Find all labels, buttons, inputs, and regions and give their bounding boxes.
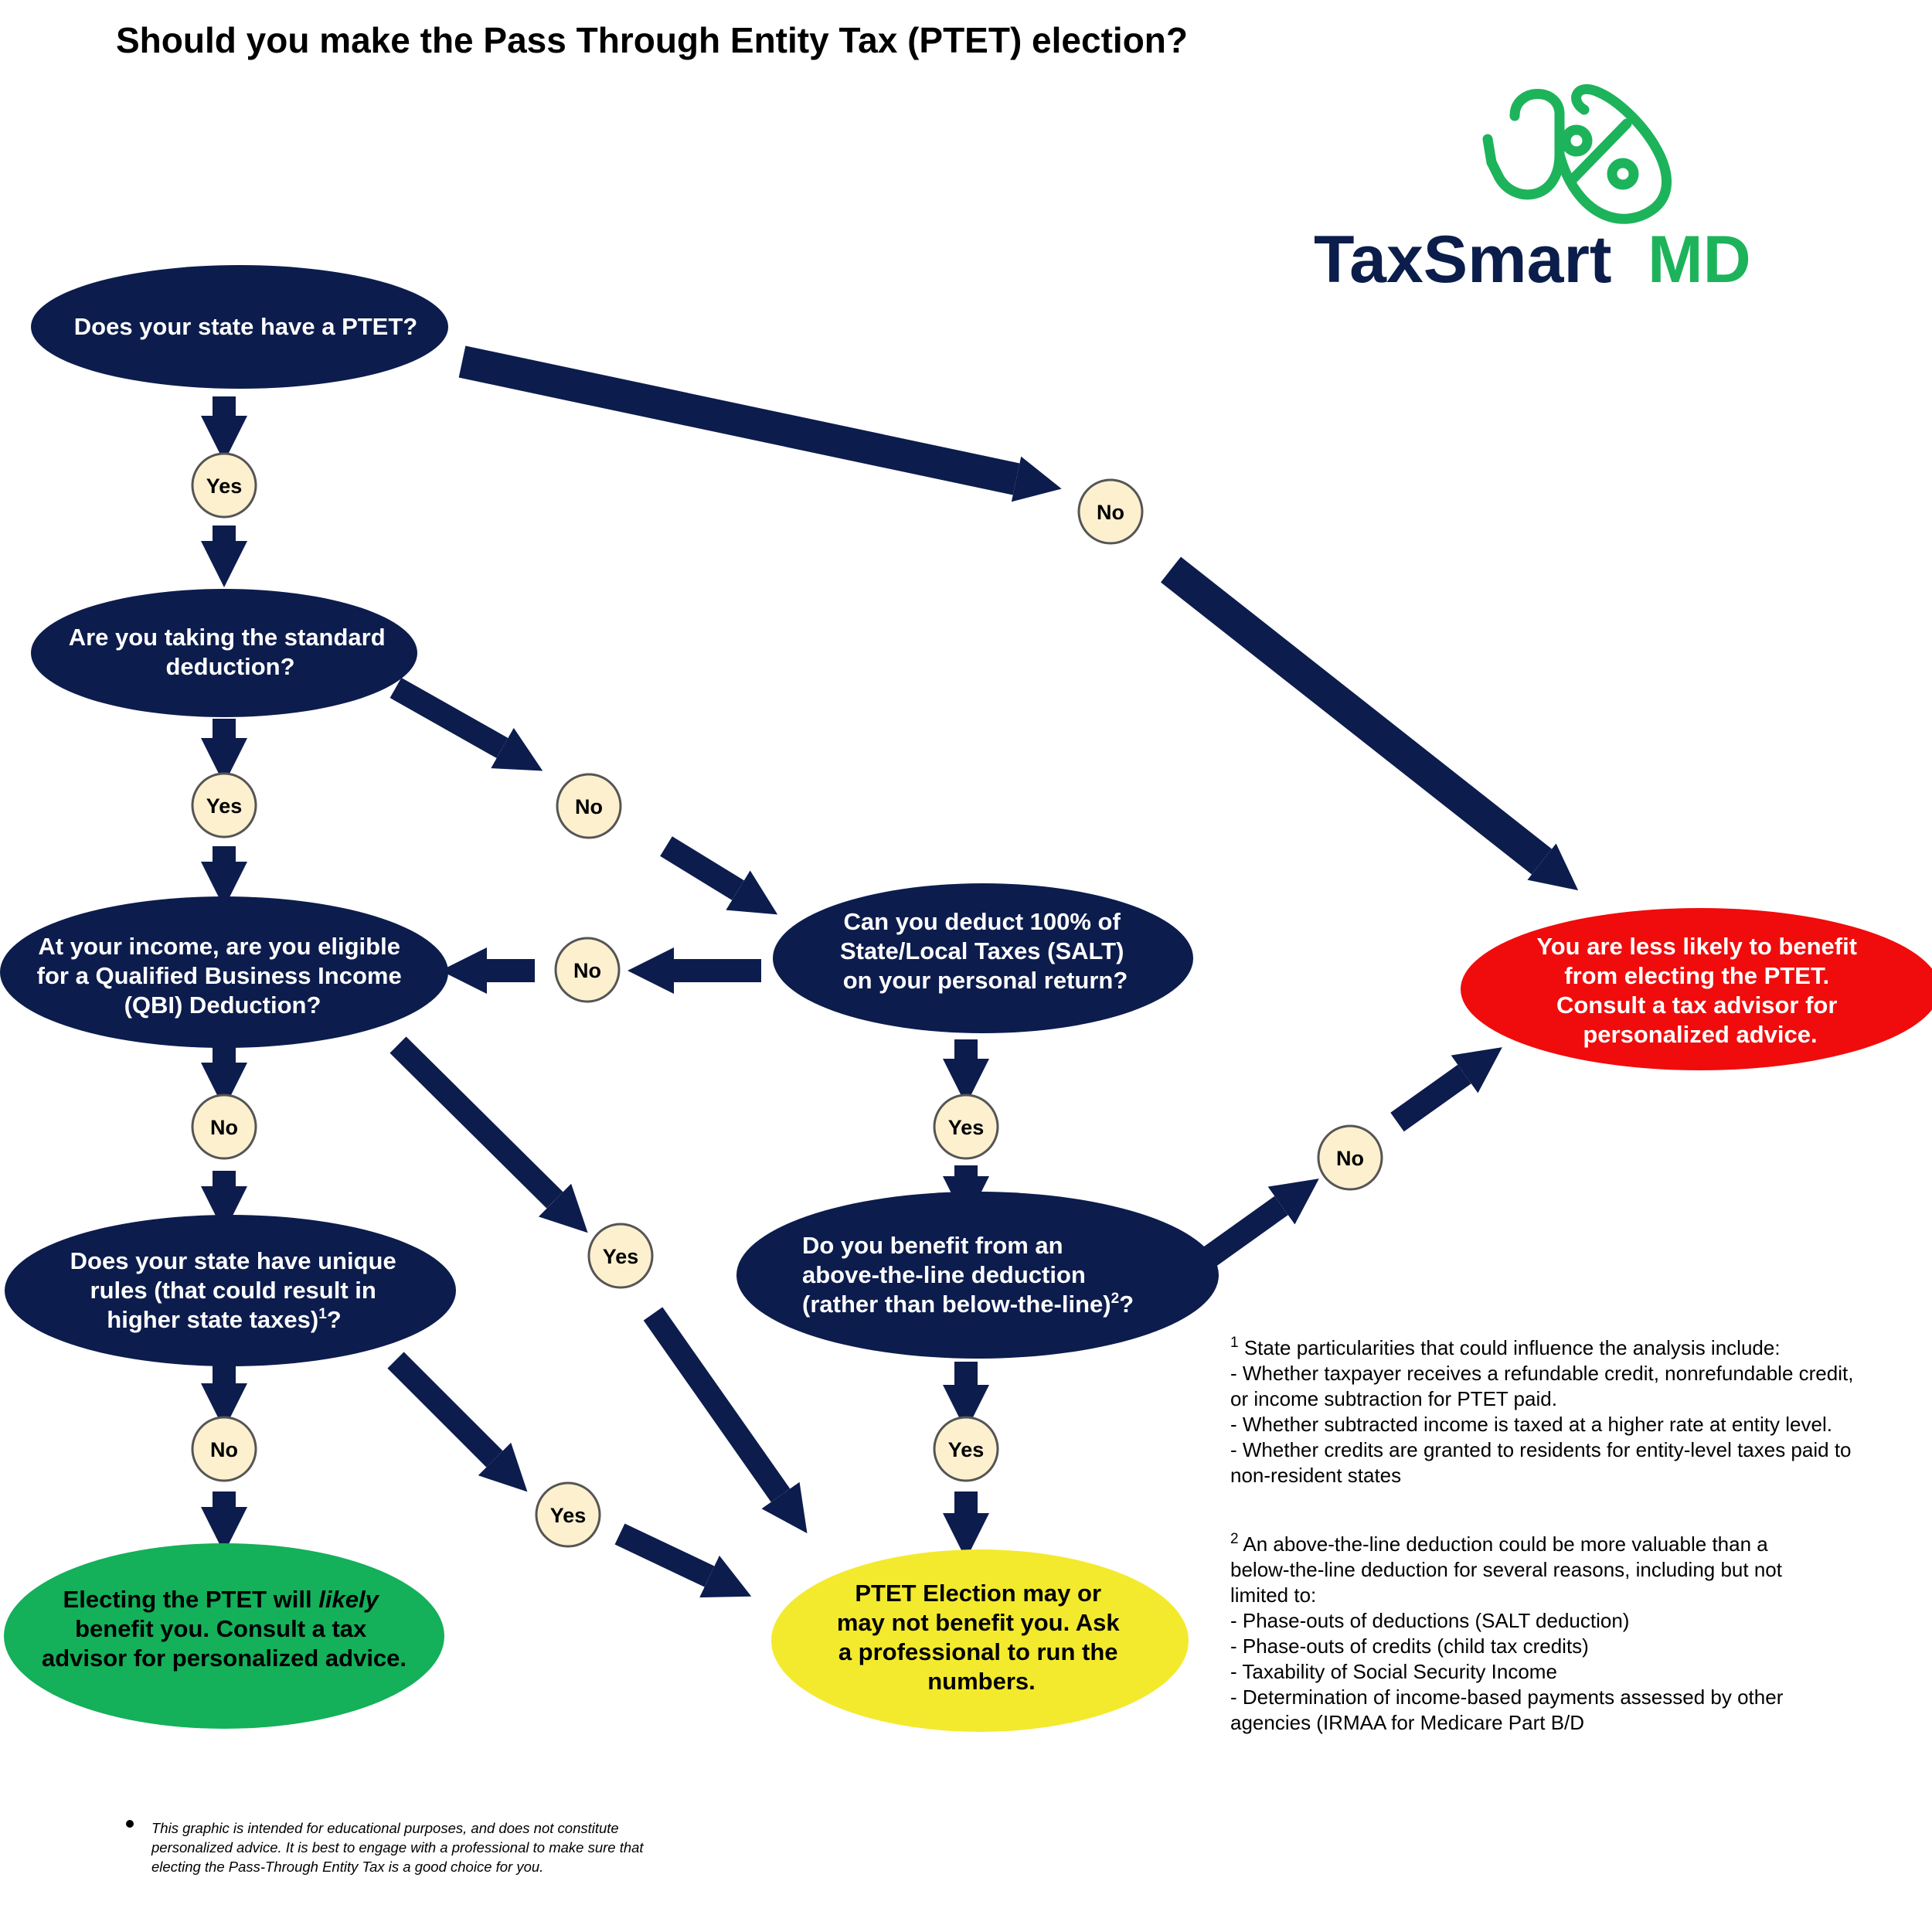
label-q2-yes: Yes <box>191 772 257 838</box>
stethoscope-percent-icon <box>1482 83 1672 224</box>
q1-line: Does your state have a PTET? <box>74 313 417 340</box>
svg-text:Does your state have unique: Does your state have unique rules (that … <box>70 1247 403 1333</box>
svg-text:No: No <box>575 795 603 818</box>
question-q3: At your income, are you eligible for a Q… <box>0 896 448 1048</box>
taxsmart-logo: TaxSmart MD <box>1314 83 1751 297</box>
arrow-q4-yes <box>387 1352 528 1492</box>
svg-text:Can you deduct 100% of S: Can you deduct 100% of State/Local Taxes… <box>840 908 1131 994</box>
label-q3-yes: Yes <box>587 1223 654 1289</box>
svg-text:Are you taking the standard: Are you taking the standard deduction? <box>69 624 393 680</box>
svg-text:Electing the PTET will likely: Electing the PTET will likely benefit yo… <box>42 1586 406 1672</box>
label-q4-yes: Yes <box>535 1481 601 1548</box>
svg-text:No: No <box>210 1438 238 1461</box>
label-q5-yes: Yes <box>933 1094 999 1160</box>
svg-text:PTET Election may or may: PTET Election may or may not benefit you… <box>837 1580 1126 1695</box>
arrow-no-red-2 <box>1390 1047 1502 1132</box>
question-q5: Can you deduct 100% of State/Local Taxes… <box>773 883 1193 1033</box>
arrow-no-q5 <box>660 836 778 915</box>
disclaimer: This graphic is intended for educational… <box>126 1820 648 1875</box>
question-q4: Does your state have unique rules (that … <box>5 1215 456 1366</box>
label-q1-yes: Yes <box>191 452 257 519</box>
label-q2-no: No <box>556 773 622 839</box>
outcome-may-not-benefit: PTET Election may or may not benefit you… <box>771 1549 1189 1732</box>
question-q2: Are you taking the standard deduction? <box>31 589 417 717</box>
footnote-1: 1 State particularities that could influ… <box>1230 1335 1859 1487</box>
arrow-q3-yes <box>389 1036 588 1233</box>
arrow-q2-no <box>389 677 543 771</box>
svg-text:Do you benefit from an a: Do you benefit from an above-the-line de… <box>802 1232 1134 1318</box>
arrow-yes-yellow-2 <box>643 1307 808 1534</box>
svg-text:No: No <box>210 1116 238 1139</box>
svg-text:Yes: Yes <box>206 474 243 498</box>
decision-labels: Yes No Yes No No No Yes No Yes No Yes Ye… <box>191 452 1383 1548</box>
page-title: Should you make the Pass Through Entity … <box>116 20 1188 60</box>
outcome-likely-benefit: Electing the PTET will likely benefit yo… <box>4 1543 444 1729</box>
label-q3-no: No <box>191 1094 257 1160</box>
arrow-q1-no <box>458 345 1062 502</box>
arrow-yes-yellow-3 <box>614 1523 752 1598</box>
label-q6-no: No <box>1317 1124 1383 1191</box>
svg-text:Yes: Yes <box>206 794 243 818</box>
svg-text:No: No <box>573 959 601 982</box>
label-q1-no: No <box>1077 478 1144 545</box>
question-q1: Does your state have a PTET? <box>31 265 448 389</box>
label-q6-yes: Yes <box>933 1416 999 1482</box>
svg-text:Yes: Yes <box>550 1504 587 1527</box>
connectors <box>201 345 1579 1598</box>
svg-text:Yes: Yes <box>603 1245 639 1268</box>
footnote-2: 2 An above-the-line deduction could be m… <box>1230 1531 1789 1734</box>
arrow-q6-no <box>1199 1179 1319 1270</box>
question-q6: Do you benefit from an above-the-line de… <box>736 1192 1219 1359</box>
svg-text:This graphic is intended for e: This graphic is intended for educational… <box>151 1820 648 1875</box>
logo-word-taxsmart: TaxSmart <box>1314 223 1612 297</box>
svg-text:At your income, are you eligib: At your income, are you eligible for a Q… <box>37 933 409 1019</box>
bullet-point <box>126 1820 134 1828</box>
label-q5-no: No <box>554 937 621 1003</box>
svg-text:Does your state have a PTET?: Does your state have a PTET? <box>74 313 417 340</box>
svg-text:You are less likely to benefit: You are less likely to benefit from elec… <box>1536 933 1863 1048</box>
outcome-less-likely-benefit: You are less likely to benefit from elec… <box>1461 908 1932 1070</box>
label-q4-no: No <box>191 1416 257 1482</box>
logo-word-md: MD <box>1648 223 1751 297</box>
svg-text:Yes: Yes <box>948 1438 985 1461</box>
svg-text:Yes: Yes <box>948 1116 985 1139</box>
svg-text:1 State particularities that c: 1 State particularities that could influ… <box>1230 1335 1859 1487</box>
svg-text:No: No <box>1336 1147 1364 1170</box>
svg-text:No: No <box>1097 501 1124 524</box>
svg-text:2 An above-the-line deduction: 2 An above-the-line deduction could be m… <box>1230 1531 1789 1734</box>
arrow-no-red <box>1161 556 1579 891</box>
